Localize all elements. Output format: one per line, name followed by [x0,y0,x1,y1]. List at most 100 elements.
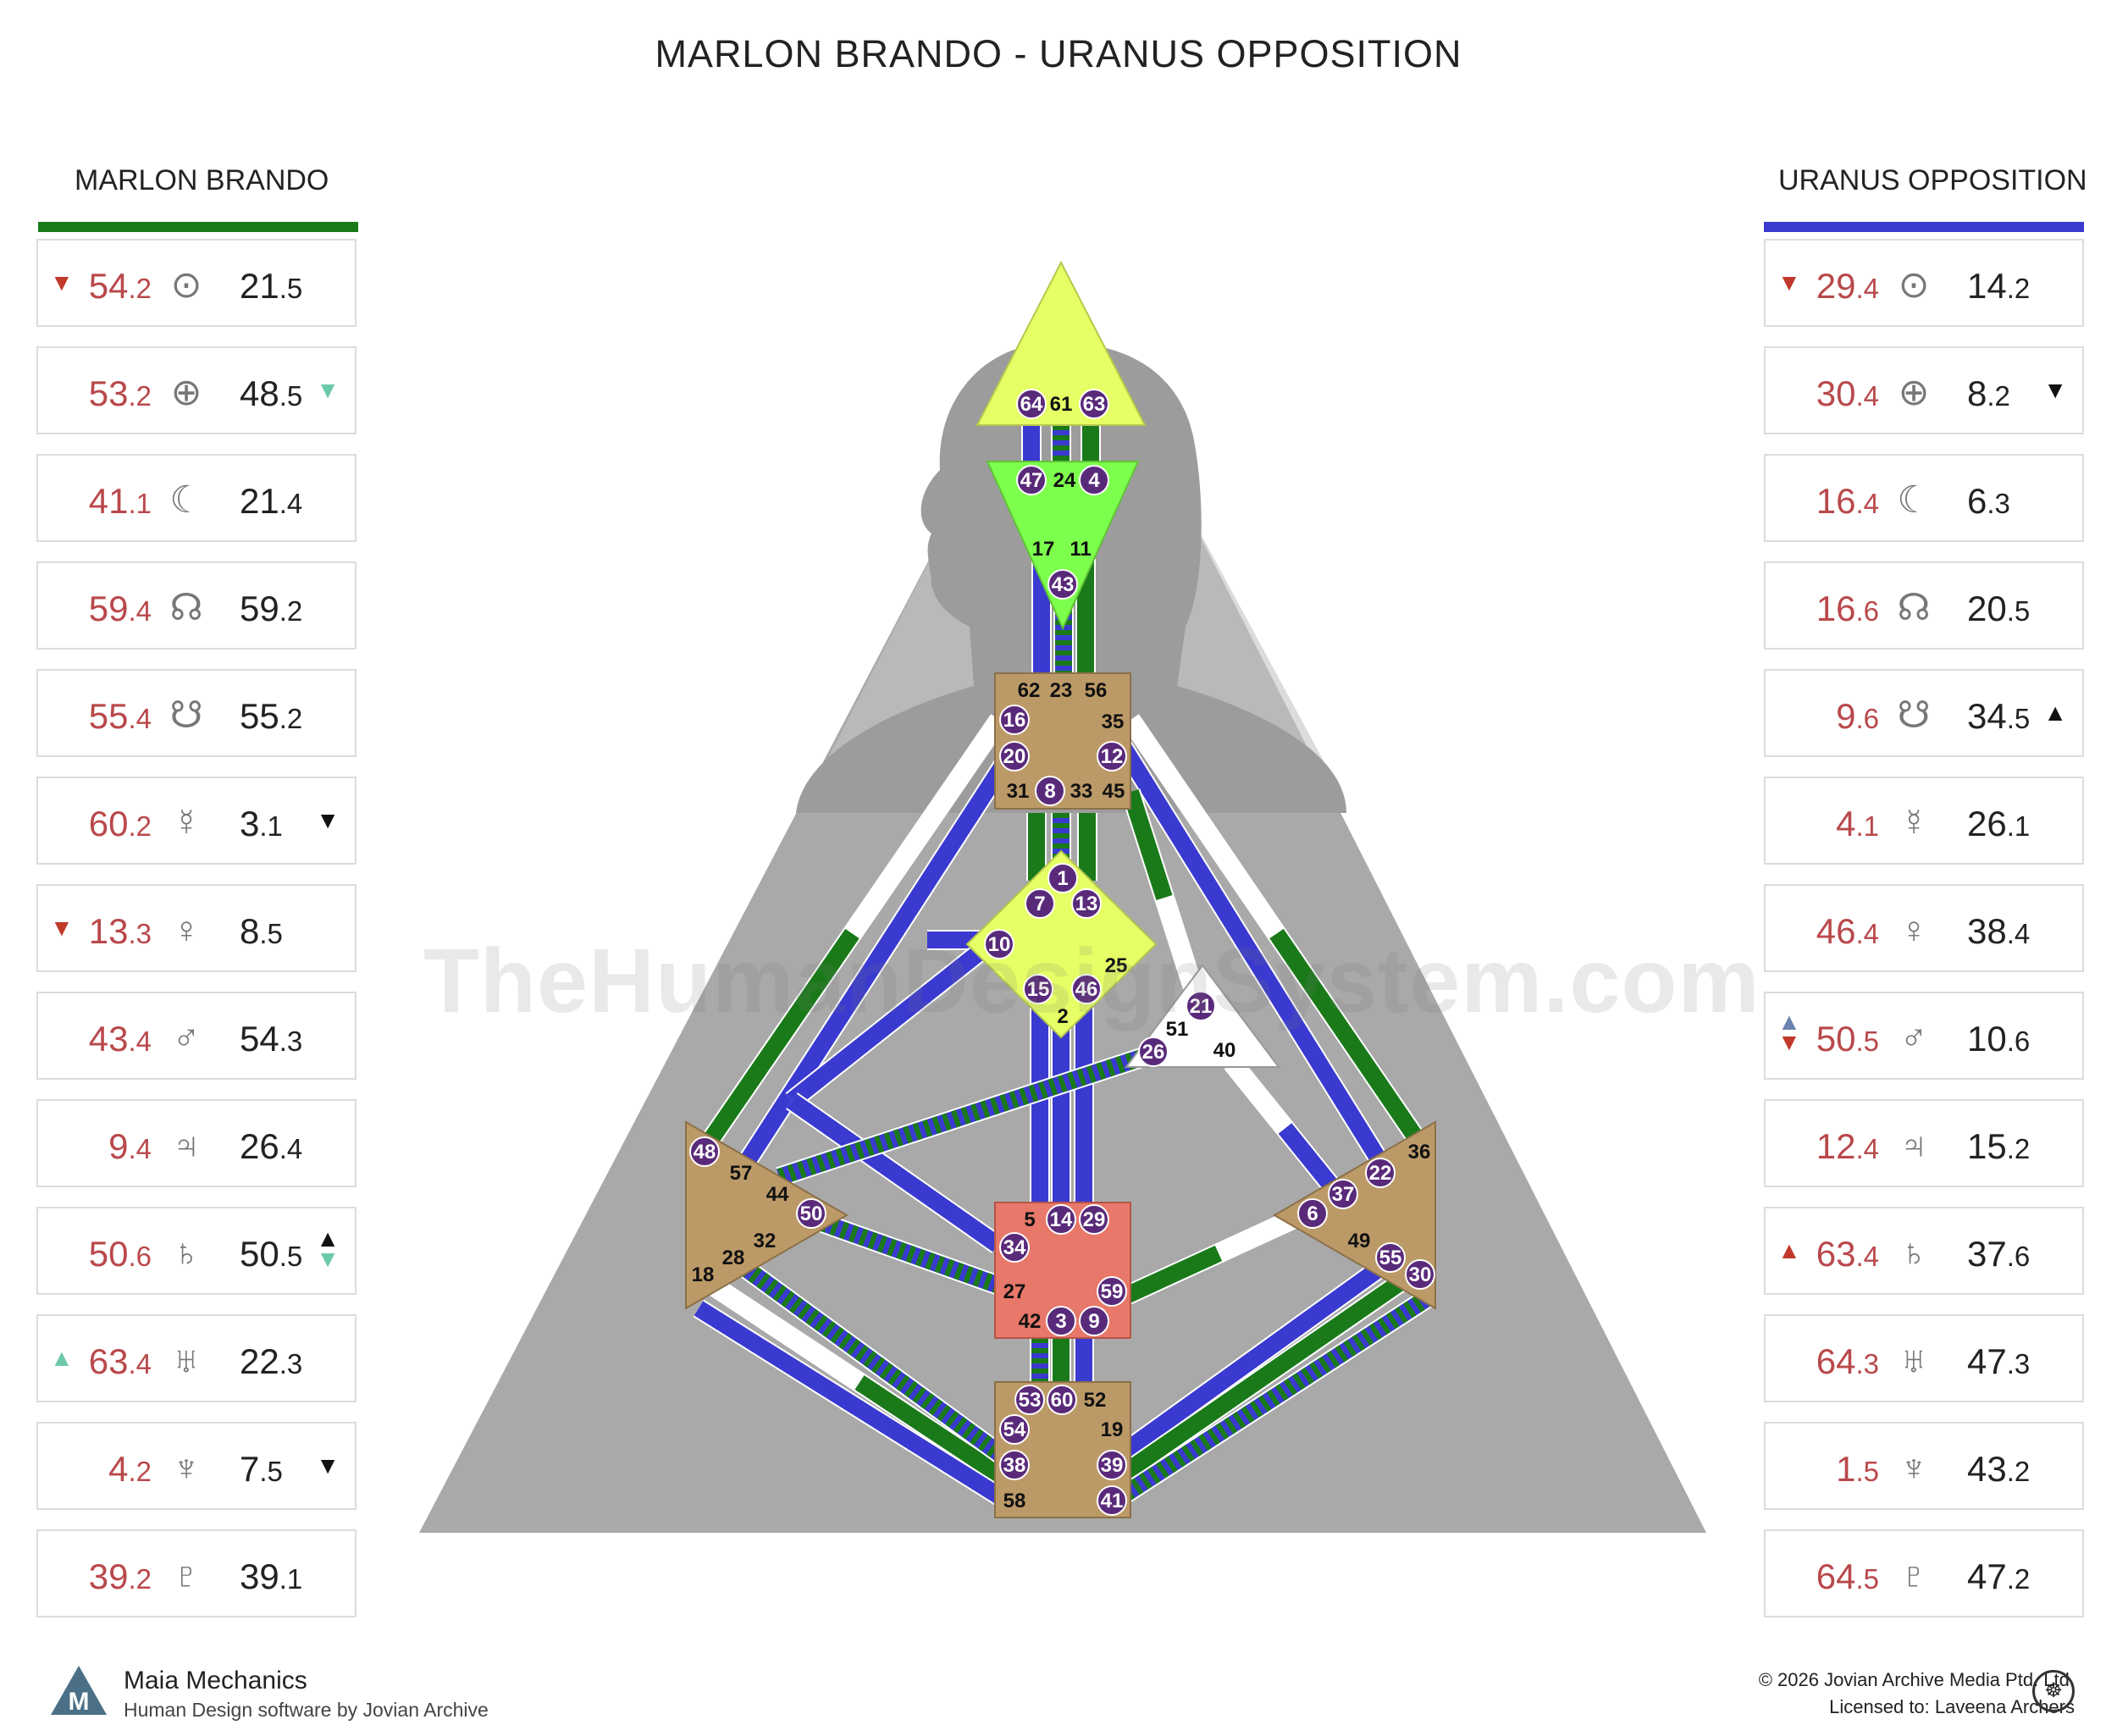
gate-label: 53 [1019,1389,1042,1412]
mercury-icon: ☿ [172,802,201,843]
gate-label: 28 [722,1247,745,1269]
left-arrow-icon: ▲ [1777,1009,1801,1035]
gate-1: 1 [1047,863,1078,893]
mars-icon: ♂ [172,1017,201,1059]
gate-2: 2 [1057,1005,1068,1028]
activation-secondary: 8.2 [1967,373,2010,413]
gate-label: 38 [1003,1454,1026,1477]
left-row-uranus: ▲63.4♅22.3 [36,1314,357,1402]
gate-45: 45 [1103,780,1125,803]
activation-primary: 64.3 [1816,1341,1879,1381]
gate-46: 46 [1071,974,1102,1004]
right-arrow-icon: ▲ [316,1225,340,1252]
gate-28: 28 [722,1247,745,1269]
gate-label: 59 [1101,1280,1124,1303]
gate-label: 2 [1057,1005,1068,1028]
channel-10-57 [785,932,1002,1109]
gate-14: 14 [1046,1204,1076,1235]
activation-primary: 53.2 [88,373,152,413]
right-row-moon: 16.4☾6.3 [1764,454,2084,542]
activation-primary: 54.2 [88,266,152,306]
channel-54-32 [710,1278,1009,1487]
channel-59-6 [1121,1202,1316,1305]
left-row-saturn: 50.6♄50.5▲▼ [36,1207,357,1295]
activation-primary: 16.4 [1816,481,1879,521]
gate-label: 6 [1307,1202,1318,1225]
right-row-sun: ▼29.4⊙14.2 [1764,239,2084,327]
gate-39: 39 [1097,1450,1127,1480]
gate-label: 17 [1032,538,1055,561]
gate-26: 26 [1138,1037,1169,1067]
gate-3: 3 [1046,1306,1076,1336]
venus-icon: ♀ [172,909,201,951]
activation-secondary: 8.5 [240,911,283,951]
gate-20: 20 [999,741,1030,771]
gate-label: 11 [1070,538,1091,561]
activation-secondary: 6.3 [1967,481,2010,521]
activation-secondary: 47.2 [1967,1556,2031,1596]
right-row-venus: 46.4♀38.4 [1764,884,2084,972]
activation-primary: 63.4 [88,1341,152,1381]
channel-57-34 [786,1092,1003,1253]
right-arrow-icon: ▼ [316,1246,340,1272]
gate-label: 44 [766,1183,789,1206]
gate-51: 51 [1166,1018,1189,1041]
gate-10: 10 [984,929,1014,959]
venus-icon: ♀ [1899,909,1928,951]
gate-label: 7 [1034,893,1045,915]
gate-38: 38 [999,1450,1030,1480]
activation-secondary: 3.1 [240,804,283,843]
gate-label: 62 [1018,679,1041,702]
gate-6: 6 [1297,1198,1328,1229]
gate-22: 22 [1365,1158,1396,1188]
activation-primary: 63.4 [1816,1234,1879,1274]
gate-label: 45 [1103,780,1125,803]
left-row-neptune: 4.2♆7.5▼ [36,1422,357,1510]
brand-logo: M [49,1664,108,1721]
gate-label: 1 [1057,867,1068,890]
gate-label: 8 [1044,780,1055,803]
activation-secondary: 7.5 [240,1449,283,1489]
neptune-icon: ♆ [1899,1447,1928,1489]
activation-secondary: 39.1 [240,1556,303,1596]
gate-21: 21 [1186,991,1216,1021]
gate-label: 19 [1101,1418,1124,1441]
right-row-pluto: 64.5♇47.2 [1764,1529,2084,1617]
earth-icon: ⊕ [170,372,202,413]
gate-label: 22 [1369,1162,1392,1185]
activation-secondary: 10.6 [1967,1019,2031,1059]
left-row-mercury: 60.2☿3.1▼ [36,777,357,865]
gate-label: 47 [1020,469,1043,492]
gate-label: 37 [1332,1183,1355,1206]
activation-secondary: 15.2 [1967,1126,2031,1166]
mars-icon: ♂ [1899,1017,1928,1059]
gate-41: 41 [1097,1485,1127,1516]
activation-secondary: 22.3 [240,1341,303,1381]
gate-19: 19 [1101,1418,1124,1441]
gate-57: 57 [730,1162,753,1185]
gate-48: 48 [689,1136,720,1167]
gate-label: 12 [1101,745,1124,768]
chart-title: MARLON BRANDO - URANUS OPPOSITION [655,32,1462,75]
right-row-saturn: ▲63.4♄37.6 [1764,1207,2084,1295]
gate-label: 21 [1190,995,1213,1018]
gate-label: 18 [692,1263,715,1286]
spleen-center [685,1120,848,1310]
activation-secondary: 26.1 [1967,804,2031,843]
activation-primary: 60.2 [88,804,152,843]
right-row-mars: ▲▼50.5♂10.6 [1764,992,2084,1080]
left-arrow-icon: ▼ [1777,269,1801,296]
brand-block: Maia Mechanics Human Design software by … [124,1667,489,1722]
channel-26-44 [776,1044,1155,1187]
left-column-heading: MARLON BRANDO [75,164,329,196]
gate-label: 14 [1050,1208,1073,1231]
right-row-mercury: 4.1☿26.1 [1764,777,2084,865]
gate-label: 24 [1053,469,1076,492]
left-row-pluto: 39.2♇39.1 [36,1529,357,1617]
gate-label: 15 [1027,978,1050,1001]
right-arrow-icon: ▼ [316,377,340,403]
gate-64: 64 [1016,389,1047,419]
